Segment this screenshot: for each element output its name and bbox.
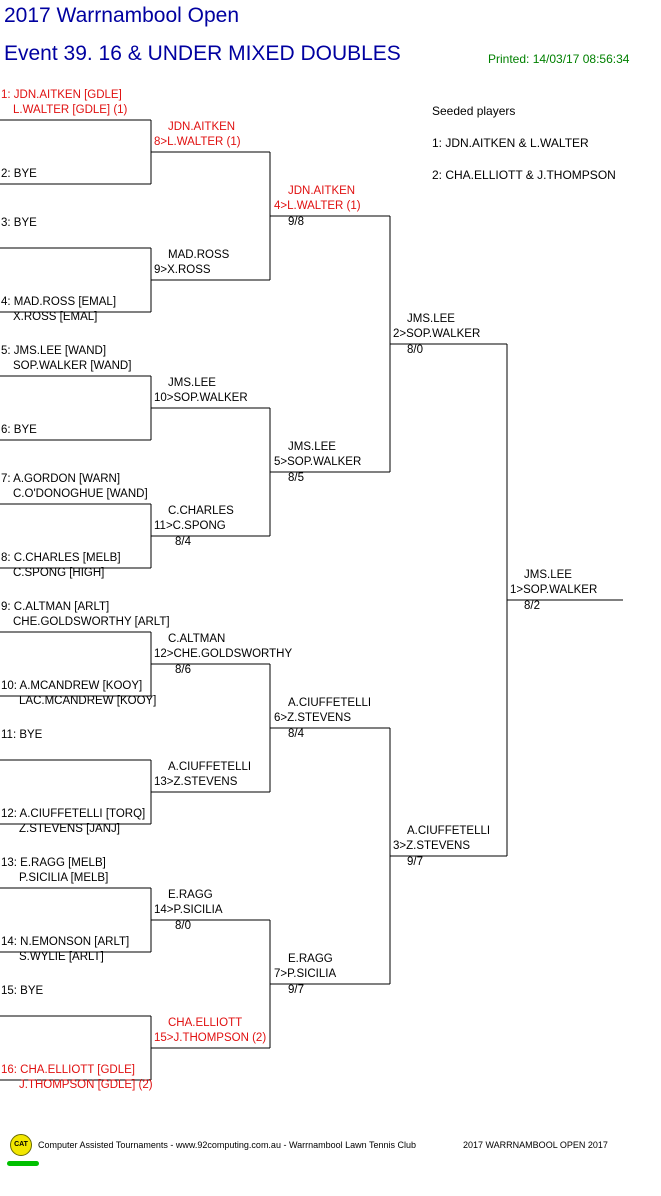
entry-line-2: S.WYLIE [ARLT] [19, 951, 104, 963]
final-score: 8/2 [524, 600, 540, 612]
logo-underline [7, 1161, 39, 1166]
entry-line-1: 16: CHA.ELLIOTT [GDLE] [1, 1064, 136, 1076]
match-winner-line-2: 2>SOP.WALKER [393, 328, 481, 340]
match-winner-line-2: 4>L.WALTER (1) [274, 200, 361, 212]
entry-line-2: P.SICILIA [MELB] [19, 872, 109, 884]
match-winner-line-2: 14>P.SICILIA [154, 904, 223, 916]
match-score: 9/7 [288, 984, 304, 996]
match-winner-line-2: 3>Z.STEVENS [393, 840, 471, 852]
entry-line-1: 12: A.CIUFFETELLI [TORQ] [1, 808, 146, 820]
match-winner-line-1: E.RAGG [168, 889, 213, 901]
match-winner-line-2: 5>SOP.WALKER [274, 456, 362, 468]
entry-line-1: 4: MAD.ROSS [EMAL] [1, 296, 117, 308]
match-winner-line-1: JMS.LEE [407, 313, 455, 325]
entry-line-1: 2: BYE [1, 168, 37, 180]
champion-line-2: 1>SOP.WALKER [510, 584, 598, 596]
match-winner-line-2: 10>SOP.WALKER [154, 392, 248, 404]
entry-line-2: C.O'DONOGHUE [WAND] [13, 488, 148, 500]
match-score: 9/8 [288, 216, 304, 228]
tournament-title: 2017 Warrnambool Open [4, 4, 240, 27]
match-winner-line-1: A.CIUFFETELLI [168, 761, 252, 773]
match-winner-line-2: 15>J.THOMPSON (2) [154, 1032, 267, 1044]
seeded-line: 1: JDN.AITKEN & L.WALTER [432, 136, 589, 150]
entry-line-1: 14: N.EMONSON [ARLT] [1, 936, 130, 948]
printed-timestamp: Printed: 14/03/17 08:56:34 [488, 52, 630, 66]
match-winner-line-1: JDN.AITKEN [168, 121, 236, 133]
entry-line-1: 6: BYE [1, 424, 37, 436]
match-winner-line-2: 12>CHE.GOLDSWORTHY [154, 648, 293, 660]
entry-line-1: 5: JMS.LEE [WAND] [1, 345, 107, 357]
match-winner-line-1: A.CIUFFETELLI [407, 825, 491, 837]
match-score: 8/4 [288, 728, 304, 740]
entry-line-1: 11: BYE [1, 729, 43, 741]
match-winner-line-1: C.ALTMAN [168, 633, 226, 645]
match-score: 9/7 [407, 856, 423, 868]
match-winner-line-1: JDN.AITKEN [288, 185, 356, 197]
match-winner-line-1: C.CHARLES [168, 505, 234, 517]
match-winner-line-2: 6>Z.STEVENS [274, 712, 352, 724]
match-winner-line-1: JMS.LEE [168, 377, 216, 389]
match-winner-line-2: 13>Z.STEVENS [154, 776, 238, 788]
match-winner-line-1: MAD.ROSS [168, 249, 230, 261]
match-winner-line-2: 11>C.SPONG [154, 520, 226, 532]
entry-line-1: 13: E.RAGG [MELB] [1, 857, 106, 869]
entry-line-1: 7: A.GORDON [WARN] [1, 473, 121, 485]
champion-line-1: JMS.LEE [524, 569, 572, 581]
entry-line-2: SOP.WALKER [WAND] [13, 360, 132, 372]
entry-line-1: 9: C.ALTMAN [ARLT] [1, 601, 110, 613]
match-winner-line-1: E.RAGG [288, 953, 333, 965]
entry-line-1: 3: BYE [1, 217, 37, 229]
match-winner-line-1: CHA.ELLIOTT [168, 1017, 243, 1029]
entry-line-2: CHE.GOLDSWORTHY [ARLT] [13, 616, 170, 628]
event-title: Event 39. 16 & UNDER MIXED DOUBLES [4, 42, 401, 65]
entry-line-1: 10: A.MCANDREW [KOOY] [1, 680, 143, 692]
footer-credit: Computer Assisted Tournaments - www.92co… [38, 1140, 417, 1150]
entry-line-1: 1: JDN.AITKEN [GDLE] [1, 89, 122, 101]
cat-logo: CAT [10, 1134, 32, 1156]
match-winner-line-1: A.CIUFFETELLI [288, 697, 372, 709]
entry-line-1: 8: C.CHARLES [MELB] [1, 552, 121, 564]
footer-event: 2017 WARRNAMBOOL OPEN 2017 [463, 1140, 608, 1150]
match-score: 8/0 [175, 920, 191, 932]
match-score: 8/0 [407, 344, 423, 356]
entry-line-2: X.ROSS [EMAL] [13, 311, 98, 323]
entry-line-2: L.WALTER [GDLE] (1) [13, 104, 128, 116]
entry-line-2: Z.STEVENS [JANJ] [19, 823, 120, 835]
match-winner-line-2: 9>X.ROSS [154, 264, 211, 276]
seeded-line: 2: CHA.ELLIOTT & J.THOMPSON [432, 168, 616, 182]
match-score: 8/6 [175, 664, 191, 676]
match-winner-line-2: 7>P.SICILIA [274, 968, 337, 980]
entry-line-2: J.THOMPSON [GDLE] (2) [19, 1079, 153, 1091]
match-score: 8/4 [175, 536, 191, 548]
match-winner-line-1: JMS.LEE [288, 441, 336, 453]
match-score: 8/5 [288, 472, 304, 484]
entry-line-1: 15: BYE [1, 985, 44, 997]
entry-line-2: C.SPONG [HIGH] [13, 567, 105, 579]
match-winner-line-2: 8>L.WALTER (1) [154, 136, 241, 148]
seeded-heading: Seeded players [432, 104, 516, 118]
entry-line-2: LAC.MCANDREW [KOOY] [19, 695, 157, 707]
